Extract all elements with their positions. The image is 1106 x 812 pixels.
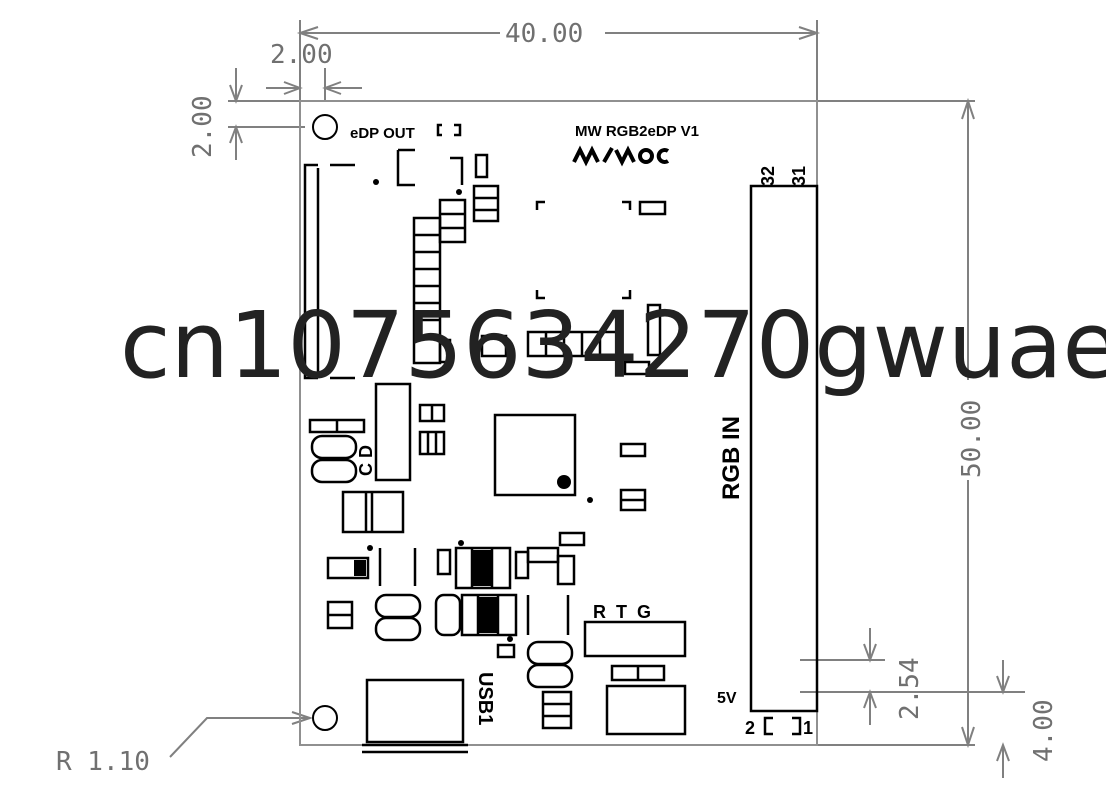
width-dimension: 40.00 xyxy=(505,19,583,49)
hole-radius-dimension: R 1.10 xyxy=(56,747,150,777)
offset-y-dimension: 2.00 xyxy=(188,95,218,158)
offset-x-dimension: 2.00 xyxy=(270,40,333,70)
board-title: MW RGB2eDP V1 xyxy=(575,123,699,140)
cd-label: C D xyxy=(356,445,376,476)
watermark-text: cn1075634270gwuae xyxy=(120,292,1106,399)
5v-label: 5V xyxy=(717,690,737,707)
pin-1-label: 1 xyxy=(803,718,813,738)
components xyxy=(303,123,819,754)
rtg-label: R T G xyxy=(593,602,651,622)
rgb-in-label: RGB IN xyxy=(718,416,745,500)
edp-out-label: eDP OUT xyxy=(350,125,415,142)
height-dimension: 50.00 xyxy=(957,400,987,478)
pin-2-label: 2 xyxy=(745,718,755,738)
filled-marks xyxy=(354,179,593,642)
mounting-hole-top xyxy=(312,114,338,140)
logo-icon xyxy=(572,145,670,167)
pin-32-label: 32 xyxy=(758,166,778,186)
mounting-hole-bottom xyxy=(312,705,338,731)
usb-label: USB1 xyxy=(474,672,496,725)
bottom-offset-dimension: 4.00 xyxy=(1029,699,1059,762)
pin-31-label: 31 xyxy=(789,166,809,186)
pitch-dimension: 2.54 xyxy=(895,657,925,720)
